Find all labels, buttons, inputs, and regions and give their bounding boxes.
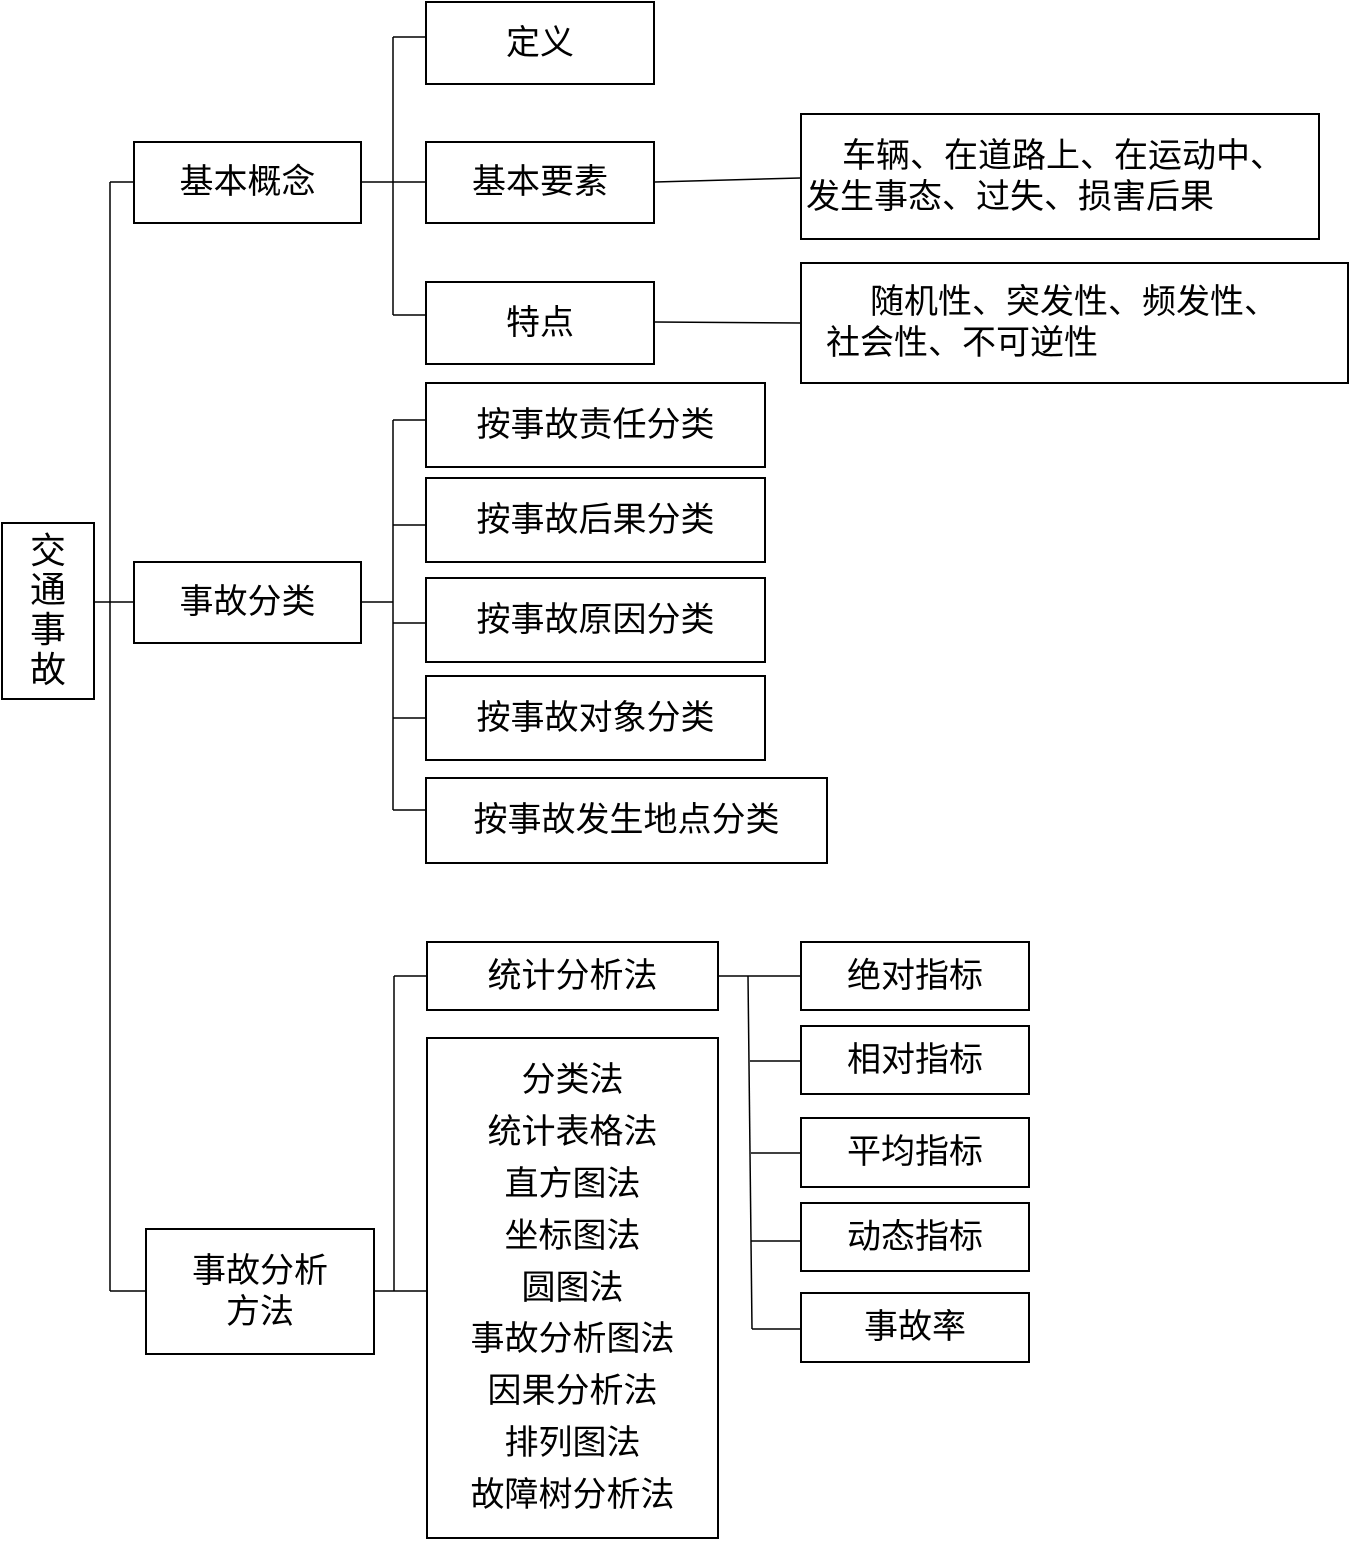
node-classify-by-responsibility: 按事故责任分类 bbox=[425, 382, 766, 468]
connector bbox=[747, 975, 753, 1330]
node-label-line: 方法 bbox=[226, 1291, 294, 1332]
description-line: 社会性、不可逆性 bbox=[826, 323, 1098, 363]
connector bbox=[654, 177, 801, 183]
node-characteristics-description: 随机性、突发性、频发性、 社会性、不可逆性 bbox=[800, 262, 1349, 384]
root-node-traffic-accident: 交 通 事 故 bbox=[1, 522, 95, 700]
node-label: 绝对指标 bbox=[847, 955, 983, 996]
node-relative-indicator: 相对指标 bbox=[800, 1025, 1030, 1095]
node-label: 相对指标 bbox=[847, 1039, 983, 1080]
description-line: 车辆、在道路上、在运动中、 bbox=[842, 135, 1284, 176]
root-char: 故 bbox=[29, 649, 66, 691]
node-classify-by-cause: 按事故原因分类 bbox=[425, 577, 766, 663]
node-accident-rate: 事故率 bbox=[800, 1292, 1030, 1363]
node-label: 基本要素 bbox=[472, 162, 608, 203]
node-label: 按事故发生地点分类 bbox=[473, 800, 780, 841]
node-dynamic-indicator: 动态指标 bbox=[800, 1202, 1030, 1272]
node-label: 定义 bbox=[506, 22, 574, 63]
description-line: 随机性、突发性、频发性、 bbox=[870, 282, 1278, 323]
node-characteristics: 特点 bbox=[425, 281, 655, 365]
node-label: 按事故对象分类 bbox=[476, 697, 715, 738]
node-label: 基本概念 bbox=[179, 162, 316, 203]
node-label-line: 事故分析 bbox=[192, 1250, 328, 1291]
node-classify-by-location: 按事故发生地点分类 bbox=[425, 777, 828, 864]
node-label: 按事故后果分类 bbox=[476, 499, 715, 540]
node-label: 事故率 bbox=[864, 1307, 966, 1348]
node-method-list: 分类法 统计表格法 直方图法 坐标图法 圆图法 事故分析图法 因果分析法 排列图… bbox=[426, 1037, 719, 1539]
method-item: 圆图法 bbox=[521, 1267, 624, 1308]
node-definition: 定义 bbox=[425, 1, 655, 85]
node-label: 特点 bbox=[506, 302, 574, 343]
node-label: 按事故责任分类 bbox=[476, 404, 715, 445]
method-item: 坐标图法 bbox=[504, 1215, 641, 1256]
method-item: 事故分析图法 bbox=[470, 1319, 675, 1360]
node-label: 按事故原因分类 bbox=[476, 599, 715, 640]
node-classify-by-consequence: 按事故后果分类 bbox=[425, 477, 766, 563]
node-classify-by-object: 按事故对象分类 bbox=[425, 675, 766, 761]
node-statistical-analysis: 统计分析法 bbox=[426, 941, 719, 1011]
node-accident-classification: 事故分类 bbox=[133, 561, 362, 644]
method-item: 因果分析法 bbox=[487, 1371, 658, 1412]
node-label: 事故分类 bbox=[179, 582, 316, 623]
node-label: 动态指标 bbox=[847, 1216, 983, 1257]
method-item: 分类法 bbox=[521, 1060, 624, 1101]
method-item: 统计表格法 bbox=[487, 1112, 658, 1153]
node-analysis-methods: 事故分析 方法 bbox=[145, 1228, 375, 1355]
description-line: 发生事态、过失、损害后果 bbox=[806, 176, 1214, 217]
method-item: 故障树分析法 bbox=[470, 1474, 675, 1515]
root-char: 交 bbox=[29, 530, 66, 572]
root-char: 事 bbox=[29, 610, 66, 651]
node-basic-elements: 基本要素 bbox=[425, 141, 655, 224]
node-basic-concept: 基本概念 bbox=[133, 141, 362, 224]
root-char: 通 bbox=[29, 570, 66, 612]
method-item: 排列图法 bbox=[504, 1422, 641, 1463]
node-elements-description: 车辆、在道路上、在运动中、 发生事态、过失、损害后果 bbox=[800, 113, 1320, 240]
connector bbox=[654, 321, 801, 324]
method-item: 直方图法 bbox=[504, 1164, 641, 1205]
node-label: 平均指标 bbox=[847, 1132, 983, 1173]
node-average-indicator: 平均指标 bbox=[800, 1117, 1030, 1188]
node-label: 统计分析法 bbox=[487, 955, 658, 996]
node-absolute-indicator: 绝对指标 bbox=[800, 941, 1030, 1011]
